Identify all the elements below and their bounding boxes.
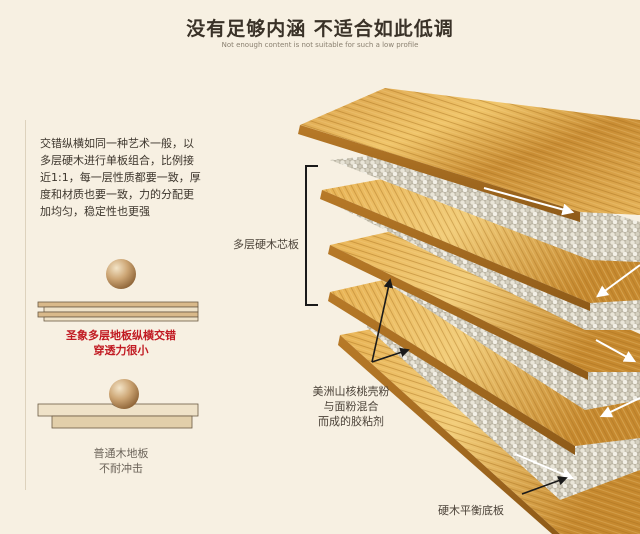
grain-direction-arrow: [514, 453, 575, 480]
intro-line-3: 近1:1，每一层性质都要一致，厚: [40, 171, 201, 184]
intro-line-5: 加均匀，稳定性也更强: [40, 205, 150, 218]
multilayer-caption-line-2: 穿透力很小: [93, 344, 149, 357]
page-title: 没有足够内涵 不适合如此低调: [186, 18, 454, 40]
top-surface-layer: [298, 88, 640, 222]
grain-direction-arrow: [599, 397, 640, 418]
intro-line-2: 多层硬木进行单板组合，比例接: [40, 154, 194, 167]
glue-label: 美洲山核桃壳粉 与面粉混合 而成的胶粘剂: [296, 384, 406, 429]
glue-pointer: [371, 278, 394, 363]
base-pointer: [521, 476, 568, 495]
multilayer-board-illustration: [37, 259, 199, 322]
ordinary-caption-line-2: 不耐冲击: [99, 462, 143, 475]
glue-pointer: [371, 347, 410, 363]
multilayer-caption: 圣象多层地板纵横交错 穿透力很小: [26, 328, 216, 358]
ordinary-caption: 普通木地板 不耐冲击: [26, 446, 216, 476]
glue-label-line-3: 而成的胶粘剂: [318, 415, 384, 428]
glue-layer-1: [330, 152, 640, 262]
core-layer-3: [328, 274, 640, 455]
core-bracket: [305, 165, 318, 306]
intro-line-4: 度和材质也要一致，力的分配更: [40, 188, 194, 201]
impact-ball-icon: [106, 259, 136, 289]
explanation-panel: 交错纵横如同一种艺术一般，以 多层硬木进行单板组合，比例接 近1:1，每一层性质…: [25, 120, 216, 490]
grain-direction-arrow: [483, 187, 575, 216]
intro-line-1: 交错纵横如同一种艺术一般，以: [40, 137, 194, 150]
glue-label-line-1: 美洲山核桃壳粉: [312, 385, 390, 398]
page-subtitle: Not enough content is not suitable for s…: [221, 41, 419, 49]
ordinary-board-illustration: [37, 379, 199, 429]
intro-text: 交错纵横如同一种艺术一般，以 多层硬木进行单板组合，比例接 近1:1，每一层性质…: [40, 135, 215, 220]
grain-direction-arrow: [595, 339, 637, 363]
base-board-label: 硬木平衡底板: [438, 504, 504, 517]
impact-ball-icon: [109, 379, 139, 409]
grain-direction-arrow: [596, 264, 640, 298]
multilayer-caption-line-1: 圣象多层地板纵横交错: [66, 329, 176, 342]
ordinary-caption-line-1: 普通木地板: [93, 447, 149, 460]
core-board-label: 多层硬木芯板: [233, 238, 299, 251]
core-layer-1: [320, 176, 640, 311]
glue-label-line-2: 与面粉混合: [323, 400, 379, 413]
layered-floor-illustration: [298, 88, 640, 534]
